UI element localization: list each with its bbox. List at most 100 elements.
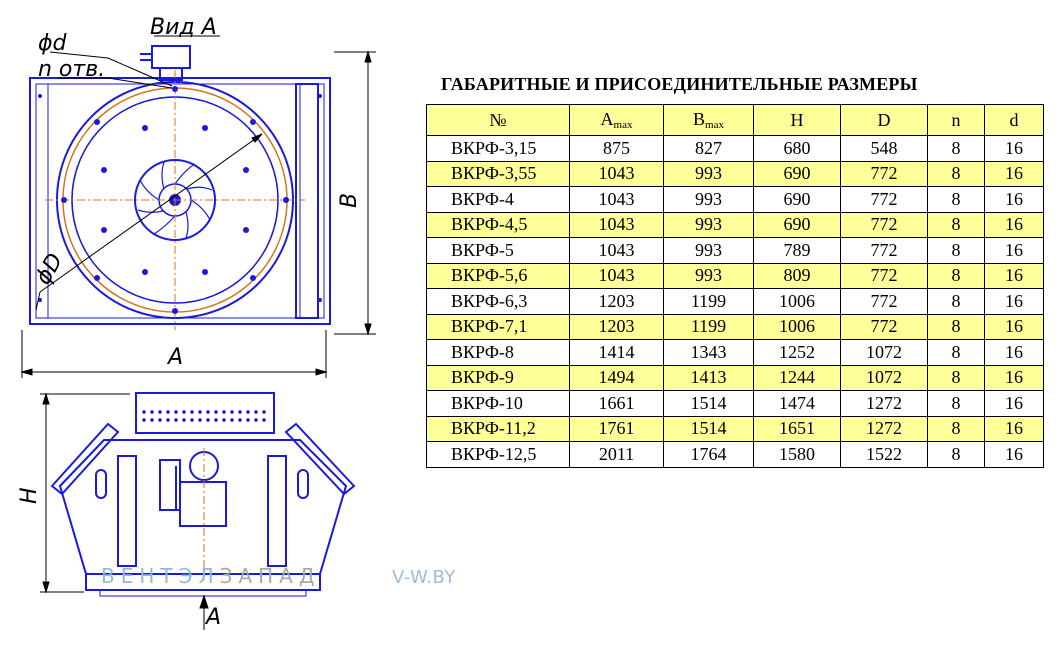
mounting-holes bbox=[38, 86, 322, 314]
perforation-hole bbox=[238, 410, 242, 414]
table-cell: 993 bbox=[663, 262, 754, 289]
perforation-hole bbox=[142, 418, 146, 422]
view-arrow-a-label: A bbox=[204, 605, 221, 630]
model-name-cell: ВКРФ-11,2 bbox=[426, 415, 570, 442]
side-view bbox=[50, 392, 356, 597]
header-d: D bbox=[840, 104, 928, 136]
table-cell: 16 bbox=[984, 415, 1044, 442]
perforation-hole bbox=[158, 410, 162, 414]
model-name-cell: ВКРФ-5,6 bbox=[426, 262, 570, 289]
table-cell: 16 bbox=[984, 364, 1044, 391]
table-cell: 1413 bbox=[663, 364, 754, 391]
table-cell: 993 bbox=[663, 237, 754, 264]
table-cell: 1272 bbox=[840, 415, 928, 442]
dimension-h-label: H bbox=[17, 487, 42, 504]
table-cell: 1514 bbox=[663, 390, 754, 417]
table-cell: 1580 bbox=[753, 441, 841, 468]
perforation-hole bbox=[166, 410, 170, 414]
perforation-hole bbox=[198, 410, 202, 414]
perforation-hole bbox=[150, 410, 154, 414]
watermark-brand: ВЕНТЭЛЗАПАД bbox=[101, 564, 320, 588]
view-a-label: Вид А bbox=[150, 15, 217, 40]
perforation-hole bbox=[230, 418, 234, 422]
table-cell: 1043 bbox=[569, 211, 664, 238]
table-cell: 772 bbox=[840, 160, 928, 187]
header-a-max: Amax bbox=[569, 104, 664, 136]
table-cell: 16 bbox=[984, 237, 1044, 264]
table-cell: 1203 bbox=[569, 313, 664, 340]
impeller-blades bbox=[137, 161, 213, 239]
top-view-dimensions bbox=[20, 35, 376, 378]
table-cell: 772 bbox=[840, 262, 928, 289]
table-cell: 8 bbox=[927, 339, 985, 366]
table-cell: 16 bbox=[984, 288, 1044, 315]
table-cell: 1244 bbox=[753, 364, 841, 391]
table-cell: 2011 bbox=[569, 441, 664, 468]
table-cell: 1006 bbox=[753, 313, 841, 340]
table-cell: 1072 bbox=[840, 364, 928, 391]
header-h: H bbox=[753, 104, 841, 136]
table-header-row: № Amax Bmax H D n d bbox=[426, 104, 1044, 136]
table-cell: 8 bbox=[927, 237, 985, 264]
table-cell: 1514 bbox=[663, 415, 754, 442]
model-name-cell: ВКРФ-9 bbox=[426, 364, 570, 391]
table-cell: 1043 bbox=[569, 186, 664, 213]
model-name-cell: ВКРФ-12,5 bbox=[426, 441, 570, 468]
header-b-max: Bmax bbox=[663, 104, 754, 136]
perforation-hole bbox=[214, 418, 218, 422]
perforation-hole bbox=[182, 410, 186, 414]
watermark-brand-part1: ВЕНТЭЛ bbox=[101, 564, 220, 588]
diameter-big-d-label: ϕD bbox=[31, 249, 68, 289]
table-cell: 1764 bbox=[663, 441, 754, 468]
table-cell: 16 bbox=[984, 160, 1044, 187]
model-name-cell: ВКРФ-6,3 bbox=[426, 288, 570, 315]
model-name-cell: ВКРФ-3,55 bbox=[426, 160, 570, 187]
perforation-hole bbox=[254, 418, 258, 422]
table-cell: 993 bbox=[663, 211, 754, 238]
perforation-hole bbox=[174, 418, 178, 422]
table-cell: 16 bbox=[984, 211, 1044, 238]
model-name-cell: ВКРФ-5 bbox=[426, 237, 570, 264]
table-cell: 1043 bbox=[569, 237, 664, 264]
table-cell: 8 bbox=[927, 160, 985, 187]
header-number: № bbox=[426, 104, 570, 136]
perforation-hole bbox=[262, 410, 266, 414]
table-cell: 772 bbox=[840, 211, 928, 238]
table-cell: 1072 bbox=[840, 339, 928, 366]
table-cell: 1043 bbox=[569, 262, 664, 289]
table-cell: 16 bbox=[984, 135, 1044, 162]
table-cell: 8 bbox=[927, 415, 985, 442]
table-cell: 690 bbox=[753, 186, 841, 213]
perforation-hole bbox=[206, 418, 210, 422]
table-cell: 993 bbox=[663, 160, 754, 187]
watermark-site: V-W.BY bbox=[392, 567, 456, 588]
table-cell: 690 bbox=[753, 160, 841, 187]
dimension-a-label: A bbox=[166, 345, 183, 370]
table-cell: 1199 bbox=[663, 313, 754, 340]
table-cell: 16 bbox=[984, 441, 1044, 468]
model-name-cell: ВКРФ-7,1 bbox=[426, 313, 570, 340]
table-cell: 16 bbox=[984, 186, 1044, 213]
dimension-b-label: B bbox=[337, 193, 362, 208]
perforation-hole bbox=[254, 410, 258, 414]
table-cell: 1272 bbox=[840, 390, 928, 417]
table-cell: 8 bbox=[927, 186, 985, 213]
table-cell: 1343 bbox=[663, 339, 754, 366]
table-cell: 1522 bbox=[840, 441, 928, 468]
table-cell: 1414 bbox=[569, 339, 664, 366]
bolt-circle bbox=[45, 70, 305, 330]
perforation-hole bbox=[182, 418, 186, 422]
watermark-brand-part2: ЗАПАД bbox=[219, 564, 321, 588]
perforation-hole bbox=[206, 410, 210, 414]
perforation-hole bbox=[214, 410, 218, 414]
table-cell: 772 bbox=[840, 237, 928, 264]
